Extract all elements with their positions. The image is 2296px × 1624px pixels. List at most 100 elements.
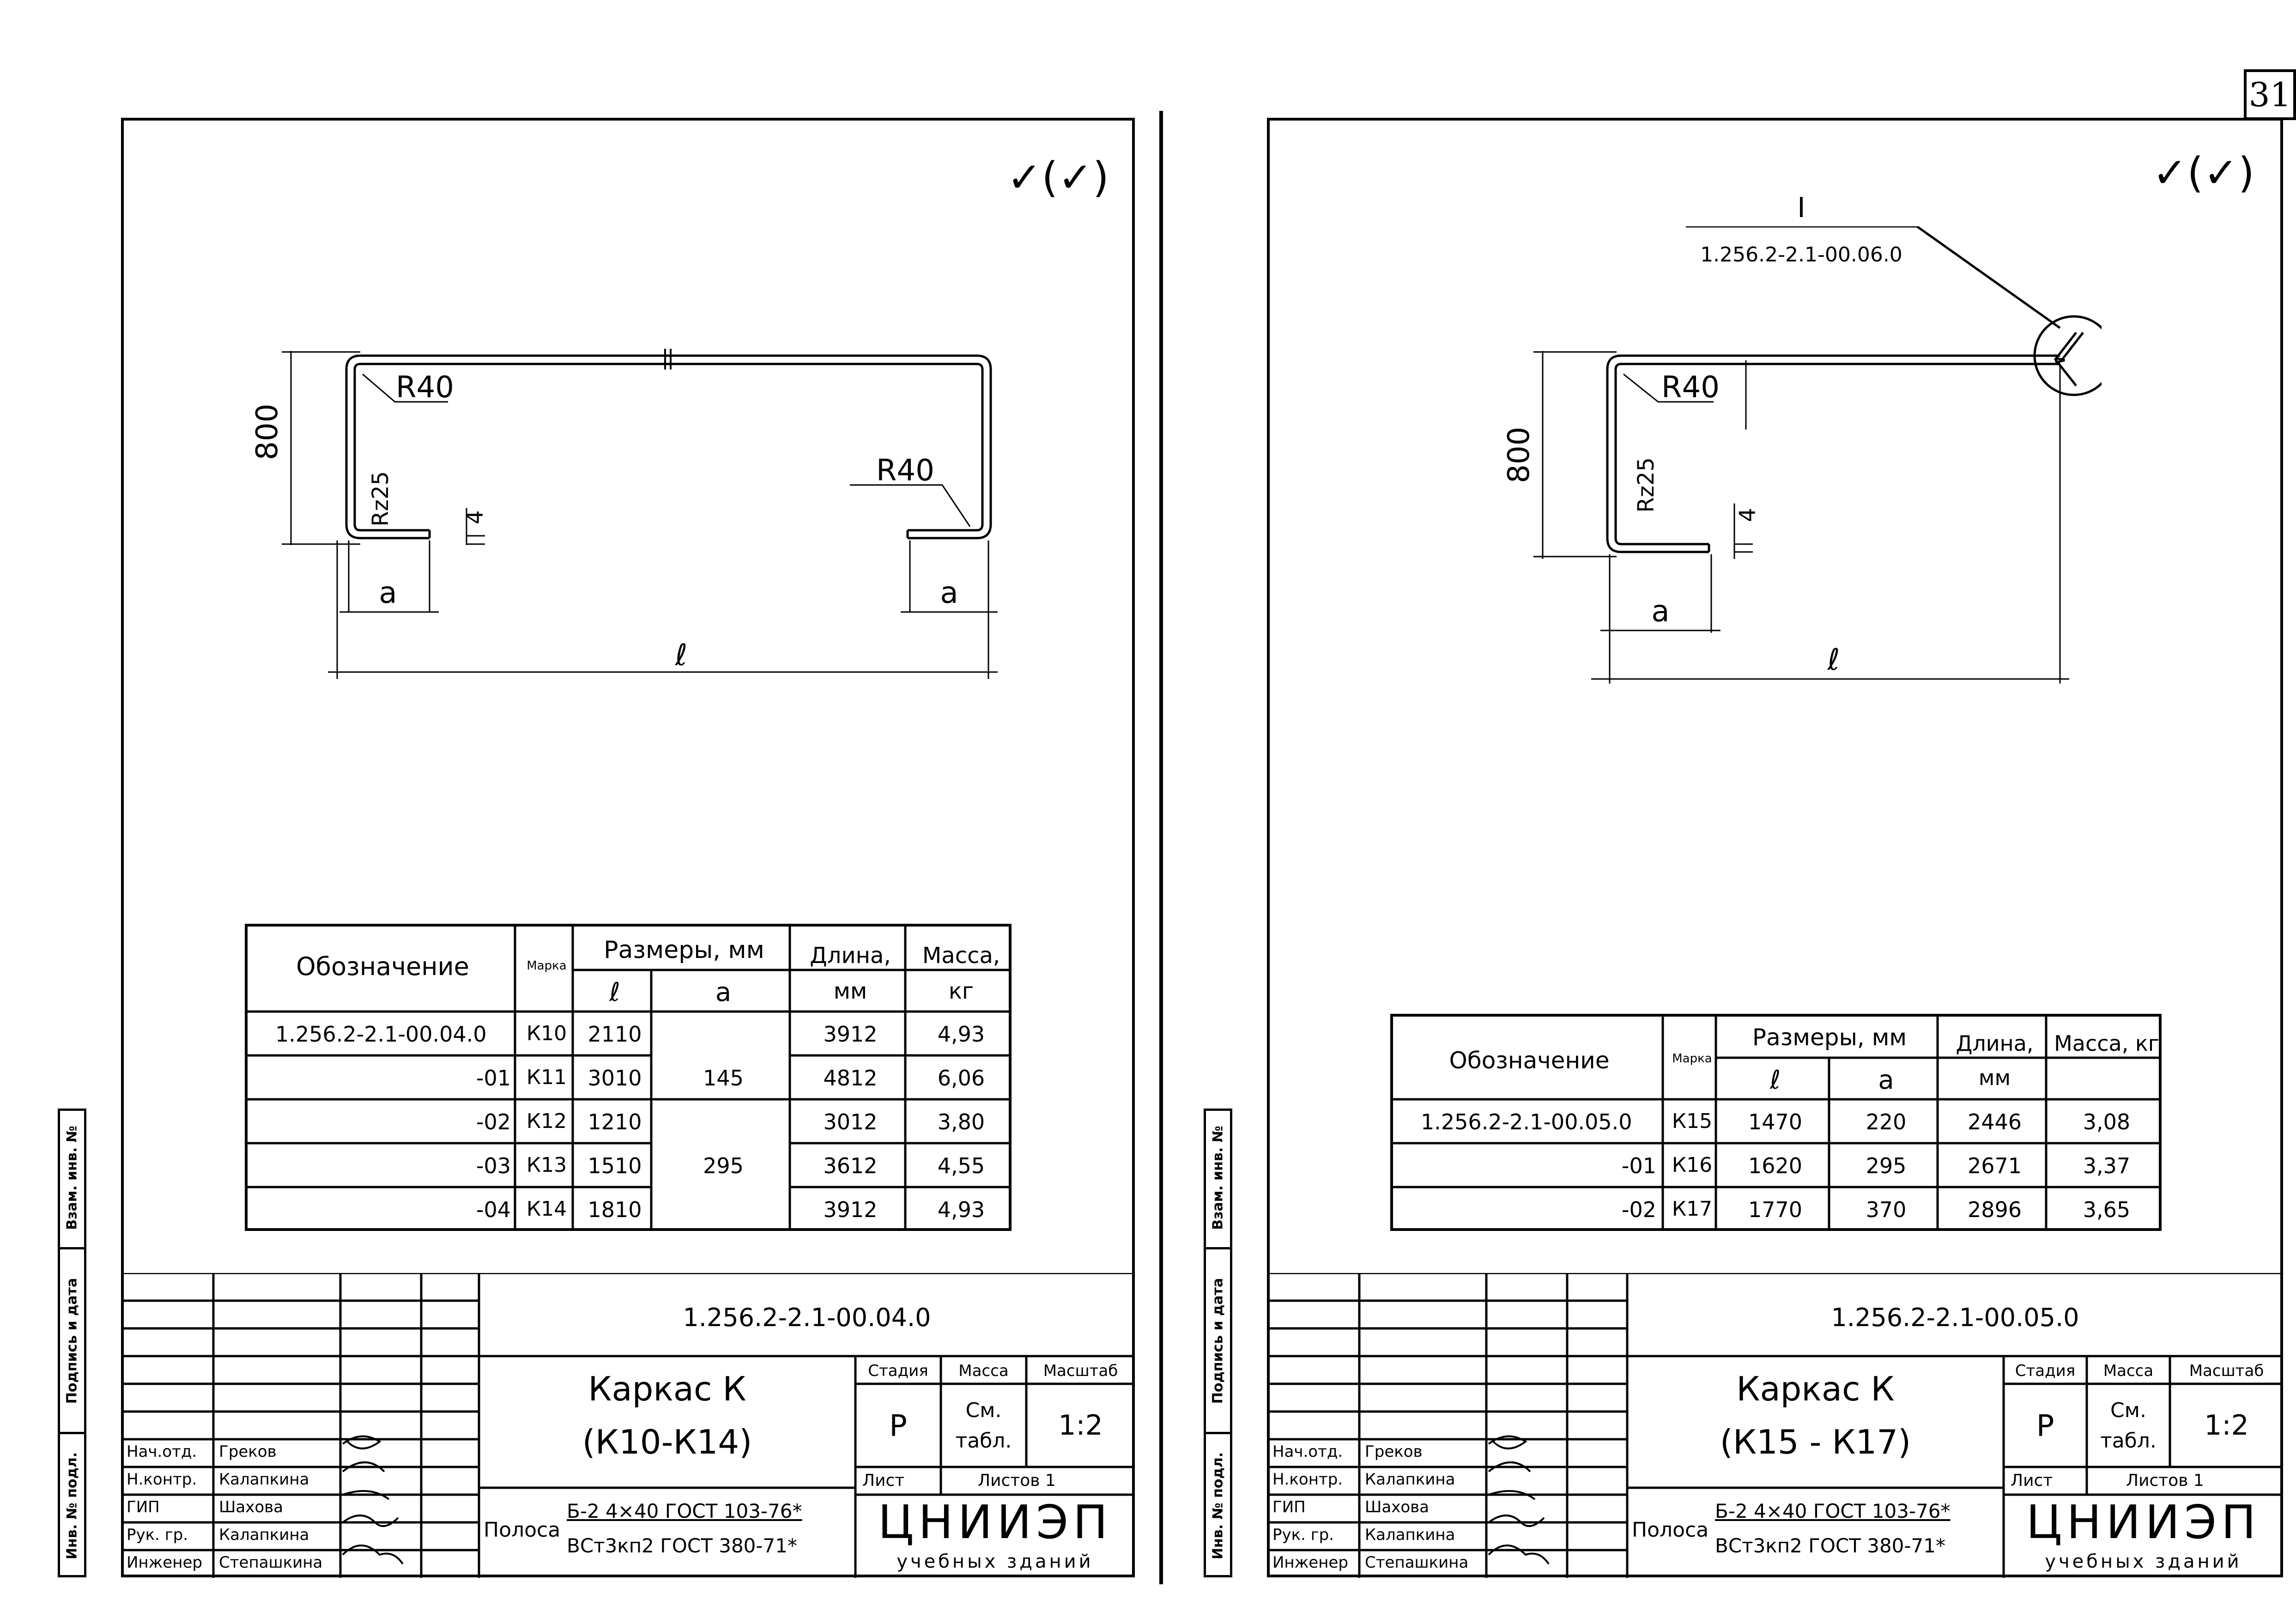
person-role: Рук. гр. [1272,1526,1334,1544]
row-mass: 3,37 [2083,1153,2131,1178]
row-l: 1210 [588,1109,642,1134]
stamp-title: (К15 - К17) [1720,1423,1911,1461]
radius-label: R40 [396,370,454,405]
row-mass: 3,65 [2083,1197,2131,1222]
row-length: 2896 [1967,1197,2022,1222]
org-subname: учебных зданий [897,1551,1094,1572]
doc-code: 1.256.2-2.1-00.05.0 [1831,1303,2079,1332]
scale-header: Масштаб [2189,1362,2264,1380]
scale-header: Масштаб [1043,1362,1118,1380]
header-l: ℓ [1769,1065,1781,1095]
thickness-label: 4 [462,510,488,525]
dim-a: a [1651,594,1669,629]
material-label: Полоса [484,1518,561,1542]
material-profile: Б-2 4×40 ГОСТ 103-76* [1715,1500,1951,1522]
person-name: Греков [1365,1442,1423,1461]
dim-l: ℓ [675,638,687,673]
row-length: 4812 [823,1066,878,1091]
person-name: Шахова [219,1498,283,1516]
person-name: Калапкина [219,1470,309,1489]
header-a: a [1878,1065,1894,1095]
person-name: Греков [219,1442,277,1461]
radius-label: R40 [1661,370,1720,405]
row-a: 370 [1866,1197,1907,1222]
row-length: 3912 [823,1022,878,1047]
material-grade: ВСт3кп2 ГОСТ 380-71* [567,1534,797,1557]
row-a: 220 [1866,1109,1907,1134]
header-a: a [715,977,732,1007]
left-stamp: 1.256.2-2.1-00.04.0 Каркас К (К10-К14) С… [121,1273,1135,1578]
sidebar-cell: Взам. инв. № [1210,1126,1226,1230]
row-mark: К11 [526,1066,567,1089]
dim-height: 800 [250,404,285,460]
dim-height: 800 [1502,427,1536,483]
person-role: Н.контр. [1272,1470,1343,1489]
row-designation: -02 [476,1109,511,1134]
row-mark: К17 [1672,1197,1713,1221]
row-length: 2446 [1967,1109,2022,1134]
doc-code: 1.256.2-2.1-00.04.0 [683,1303,931,1332]
right-sidebar: Взам. инв. № Подпись и дата Инв. № подл. [1204,1109,1268,1577]
row-mark: К15 [1672,1109,1713,1133]
row-mark: К12 [526,1109,567,1133]
left-frame [121,118,1135,1577]
row-l: 2110 [588,1022,642,1047]
row-mass: 3,80 [937,1109,985,1134]
row-designation: -01 [1621,1153,1656,1178]
stage-header: Стадия [868,1362,928,1380]
row-designation: -03 [476,1153,511,1178]
org-name: ЦНИИЭП [2026,1495,2261,1549]
header-mass: Масса, кг [2054,1031,2159,1056]
scale-value: 1:2 [1058,1409,1103,1442]
person-role: Н.контр. [127,1470,197,1489]
row-mass: 4,55 [937,1153,985,1178]
person-name: Калапкина [1365,1526,1455,1544]
material-label: Полоса [1632,1518,1709,1542]
left-sidebar: Взам. инв. № Подпись и дата Инв. № подл. [58,1109,122,1577]
row-designation: -04 [476,1197,511,1222]
row-mark: К13 [526,1153,567,1177]
row-designation: 1.256.2-2.1-00.05.0 [1421,1109,1632,1134]
stamp-title: Каркас К [1736,1369,1895,1408]
row-l: 3010 [588,1066,642,1091]
row-mass: 4,93 [937,1022,985,1047]
row-length: 3012 [823,1109,878,1134]
stamp-title: Каркас К [588,1369,746,1408]
person-role: ГИП [1272,1498,1306,1516]
left-drawing: 800 a a ℓ R40 R40 Rz25 4 [250,349,998,679]
header-dims: Размеры, мм [604,936,764,964]
person-name: Степашкина [1365,1553,1469,1572]
row-a: 295 [703,1153,744,1178]
person-role: Нач.отд. [1272,1442,1343,1461]
header-designation: Обозначение [296,952,469,981]
sidebar-cell: Взам. инв. № [64,1126,80,1230]
row-designation: -02 [1621,1197,1656,1222]
header-length: Длина, мм [1956,1031,2034,1090]
header-mark: Марка [527,959,567,973]
row-designation: -01 [476,1066,511,1091]
row-a: 295 [1866,1153,1907,1178]
right-stamp: 1.256.2-2.1-00.05.0 Каркас К (К15 - К17)… [1267,1273,2283,1578]
mass-value: См. табл. [955,1399,1012,1453]
header-designation: Обозначение [1449,1047,1610,1074]
person-name: Калапкина [219,1526,309,1544]
row-mark: К10 [526,1022,567,1045]
material-profile: Б-2 4×40 ГОСТ 103-76* [567,1500,802,1522]
person-name: Шахова [1365,1498,1429,1516]
header-mass: Масса, кг [922,943,1000,1004]
sheet-header: Лист [2011,1471,2053,1490]
row-a: 145 [703,1066,744,1091]
person-role: Рук. гр. [127,1526,188,1544]
row-mass: 4,93 [937,1197,985,1222]
thickness-label: 4 [1735,508,1761,522]
roughness-label: Rz25 [368,471,394,527]
header-mark: Марка [1672,1052,1712,1066]
sheets-header: Листов 1 [2126,1471,2204,1490]
row-l: 1620 [1748,1153,1803,1178]
material-grade: ВСт3кп2 ГОСТ 380-71* [1715,1534,1945,1557]
sheet-header: Лист [862,1471,905,1490]
row-mark: К16 [1672,1153,1713,1177]
stage-value: Р [2036,1409,2054,1443]
org-subname: учебных зданий [2045,1551,2242,1572]
row-designation: 1.256.2-2.1-00.04.0 [275,1022,487,1047]
